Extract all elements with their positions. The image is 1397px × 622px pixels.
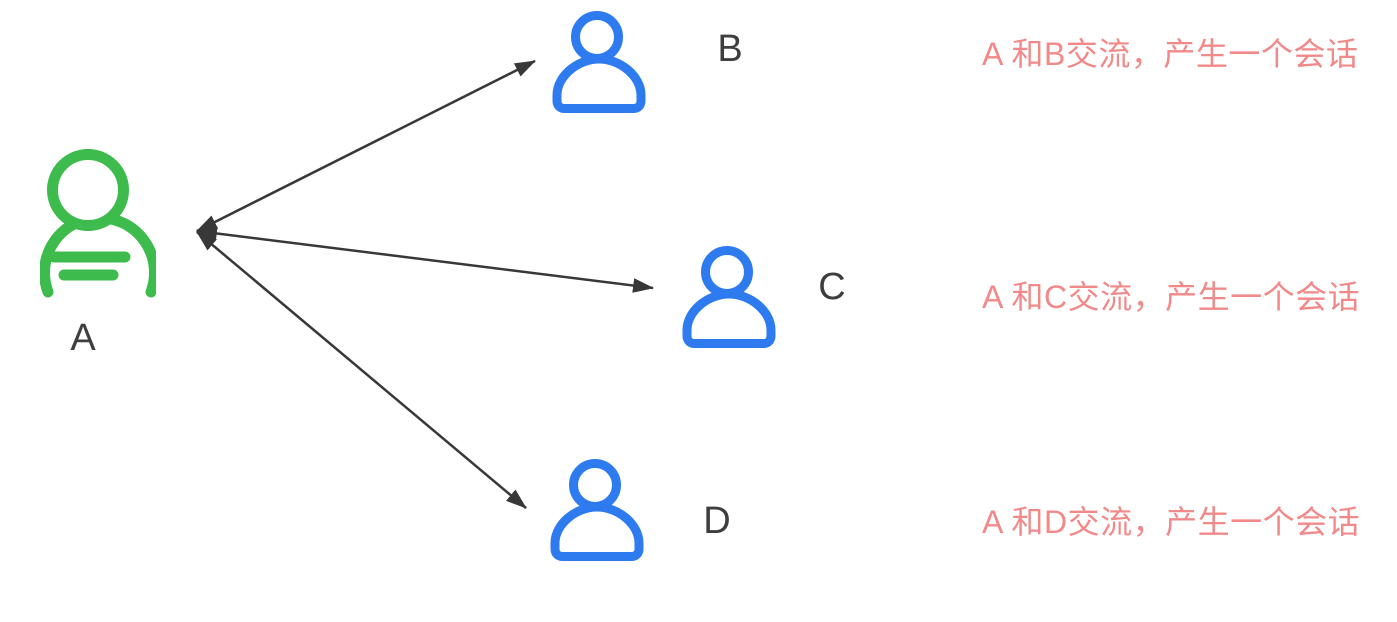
node-label-b: B (717, 28, 743, 70)
annotation-session-a-d: A 和D交流，产生一个会话 (982, 504, 1361, 540)
blue-user-icon-c (682, 246, 776, 348)
arrow-a-d (196, 231, 527, 509)
node-label-d: D (703, 500, 731, 542)
annotation-session-a-b: A 和B交流，产生一个会话 (982, 36, 1359, 72)
blue-user-icon-b (552, 11, 646, 113)
arrow-a-c (195, 226, 655, 293)
annotation-session-a-c: A 和C交流，产生一个会话 (982, 279, 1361, 315)
arrow-a-b (196, 59, 536, 233)
node-label-a: A (70, 317, 96, 359)
blue-user-icon-d (550, 459, 644, 561)
green-contact-user-icon (40, 149, 156, 298)
node-label-c: C (818, 266, 846, 308)
